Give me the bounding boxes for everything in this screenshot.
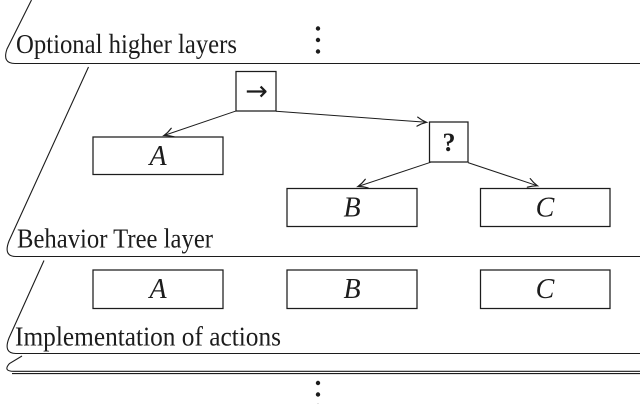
implementation-layer-label: Implementation of actions bbox=[15, 322, 281, 352]
sequence-node-box bbox=[235, 70, 277, 112]
impl-action-c-label: C bbox=[536, 274, 555, 305]
bt-action-a-label: A bbox=[147, 141, 167, 172]
behavior-tree-nodes: → ? A B C bbox=[92, 70, 611, 228]
vertical-ellipsis-top-icon bbox=[315, 26, 321, 54]
impl-action-c-box bbox=[479, 269, 611, 310]
sheet-lower-layer bbox=[6, 355, 640, 372]
bt-edges bbox=[162, 110, 540, 189]
impl-action-b-box bbox=[286, 269, 418, 310]
bt-action-c-label: C bbox=[536, 193, 555, 224]
edge-fallback-to-action-b bbox=[356, 161, 431, 189]
optional-higher-layers-label: Optional higher layers bbox=[16, 29, 237, 59]
edge-sequence-to-fallback bbox=[275, 110, 429, 127]
sequence-node-symbol: → bbox=[245, 76, 268, 107]
impl-action-a-box bbox=[92, 269, 224, 310]
fallback-node-symbol: ? bbox=[443, 128, 456, 157]
bt-action-b-label: B bbox=[343, 193, 360, 224]
implementation-boxes: A B C bbox=[92, 269, 611, 310]
fallback-node-box bbox=[428, 121, 469, 163]
sheet-behavior-tree-layer bbox=[6, 66, 640, 258]
sheet-implementation-layer bbox=[6, 260, 640, 355]
impl-action-a-label: A bbox=[147, 274, 167, 305]
edge-sequence-to-action-a bbox=[162, 110, 237, 138]
bt-action-b-box bbox=[286, 187, 418, 228]
bt-action-a-box bbox=[92, 136, 224, 176]
bt-action-c-box bbox=[479, 187, 611, 228]
edge-fallback-to-action-c bbox=[467, 162, 540, 188]
layer-sheets bbox=[5, 0, 640, 375]
impl-action-b-label: B bbox=[343, 274, 360, 305]
behavior-tree-layer-label: Behavior Tree layer bbox=[17, 224, 213, 254]
sheet-optional-higher-layers bbox=[5, 0, 640, 65]
vertical-ellipsis-bottom-icon bbox=[315, 380, 321, 404]
